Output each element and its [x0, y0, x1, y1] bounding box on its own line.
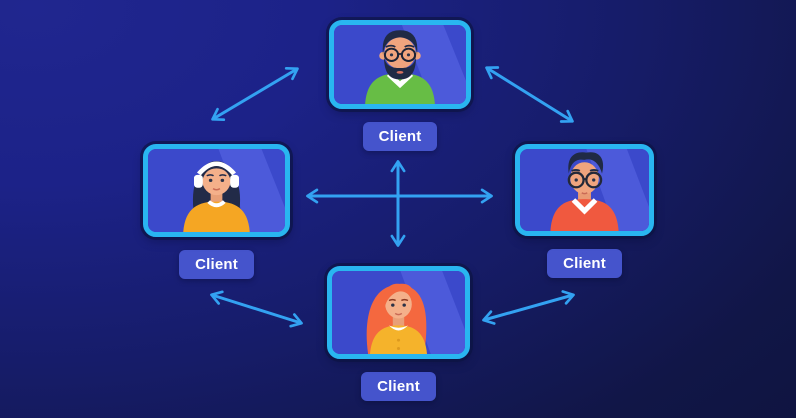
arrow-bottom-left — [210, 290, 303, 328]
client-node-right: Client — [515, 144, 654, 278]
arrow-top-left — [211, 66, 299, 122]
avatar-man-red-sweater — [520, 149, 649, 231]
client-label: Client — [179, 250, 254, 279]
video-screen — [329, 20, 471, 109]
arrow-bottom-right — [482, 290, 575, 325]
client-node-bottom: Client — [327, 266, 470, 401]
client-label: Client — [362, 122, 438, 151]
client-label: Client — [361, 372, 436, 401]
video-screen — [327, 266, 470, 359]
avatar-woman-headphones — [148, 149, 285, 232]
video-screen — [515, 144, 654, 236]
video-screen — [143, 144, 290, 237]
client-node-top: Client — [329, 20, 471, 151]
avatar-man-green-sweater — [334, 25, 466, 104]
arrow-top-right — [485, 66, 574, 123]
client-node-left: Client — [143, 144, 290, 279]
avatar-woman-red-hair — [332, 271, 465, 354]
client-label: Client — [547, 249, 622, 278]
